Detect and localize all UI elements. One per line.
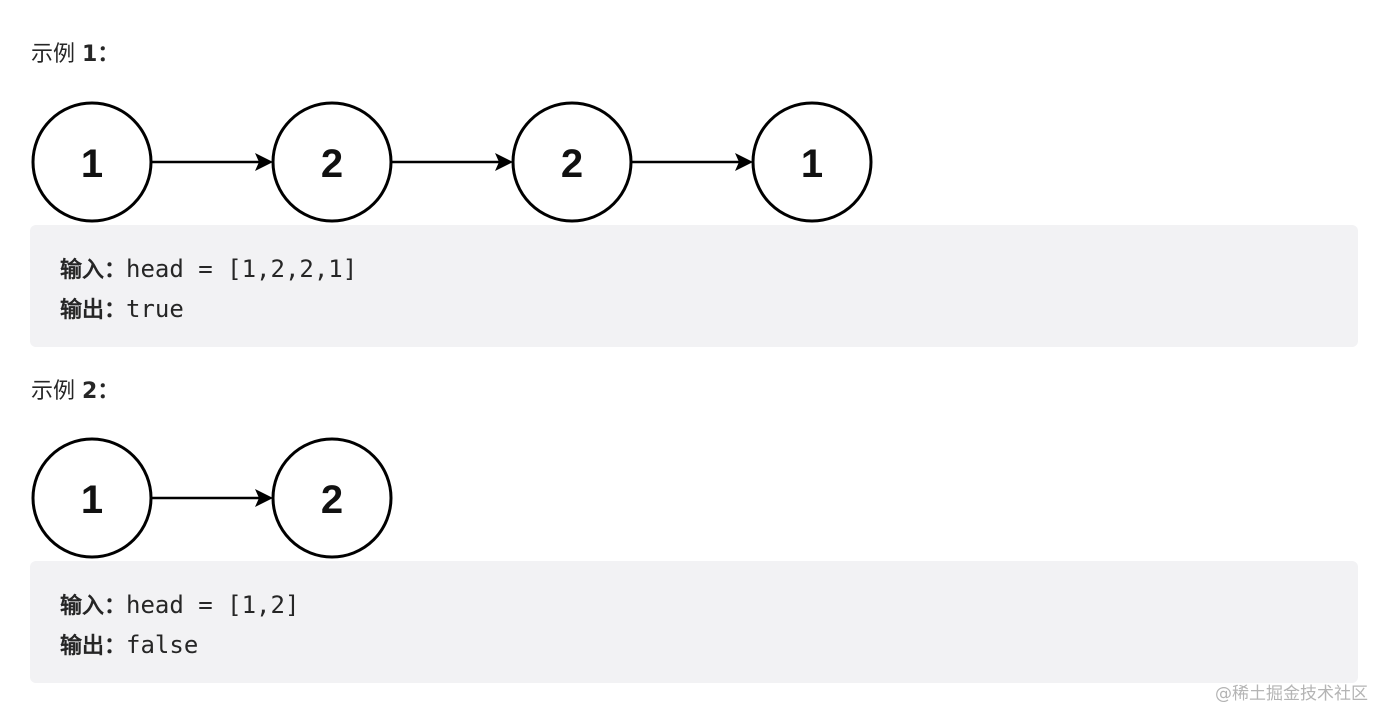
example-2-heading-number: 2： xyxy=(82,379,120,404)
list-node-circle xyxy=(511,101,633,223)
example-1-output-label: 输出： xyxy=(60,298,127,323)
example-1-input-value: head = [1,2,2,1] xyxy=(126,255,358,283)
example-2-output-value: false xyxy=(126,631,199,659)
list-node-circle xyxy=(751,101,873,223)
list-node-circle xyxy=(31,437,153,559)
example-1-input-line: 输入：head = [1,2,2,1] xyxy=(60,249,1358,289)
list-node-value: 1 xyxy=(81,478,103,522)
example-2-output-label: 输出： xyxy=(60,634,127,659)
list-node-circle xyxy=(271,437,393,559)
list-node-value: 1 xyxy=(81,142,103,186)
list-node-value: 2 xyxy=(321,478,343,522)
example-1-heading-text: 示例 xyxy=(31,42,82,67)
watermark: @稀土掘金技术社区 xyxy=(1215,684,1368,704)
arrow-head xyxy=(255,489,273,507)
example-1-heading: 示例 1： xyxy=(31,40,119,70)
example-1-output-line: 输出：true xyxy=(60,289,1358,329)
arrow-head xyxy=(735,153,753,171)
list-node-circle xyxy=(31,101,153,223)
example-1-output-value: true xyxy=(126,295,184,323)
list-node-value: 2 xyxy=(321,142,343,186)
example-2-code-block: 输入：head = [1,2] 输出：false xyxy=(30,561,1358,683)
example-1-linked-list-diagram: 1 2 2 1 xyxy=(31,101,873,223)
list-node-value: 1 xyxy=(801,142,823,186)
arrow-head xyxy=(255,153,273,171)
list-node-circle xyxy=(271,101,393,223)
example-2-input-value: head = [1,2] xyxy=(126,591,300,619)
example-1-code-block: 输入：head = [1,2,2,1] 输出：true xyxy=(30,225,1358,347)
list-node-value: 2 xyxy=(561,142,583,186)
arrow-head xyxy=(495,153,513,171)
example-2-input-label: 输入： xyxy=(60,594,127,619)
example-2-heading: 示例 2： xyxy=(31,377,119,407)
example-2-input-line: 输入：head = [1,2] xyxy=(60,585,1358,625)
example-1-heading-number: 1： xyxy=(82,42,120,67)
example-2-heading-text: 示例 xyxy=(31,379,82,404)
example-2-output-line: 输出：false xyxy=(60,625,1358,665)
example-1-input-label: 输入： xyxy=(60,258,127,283)
